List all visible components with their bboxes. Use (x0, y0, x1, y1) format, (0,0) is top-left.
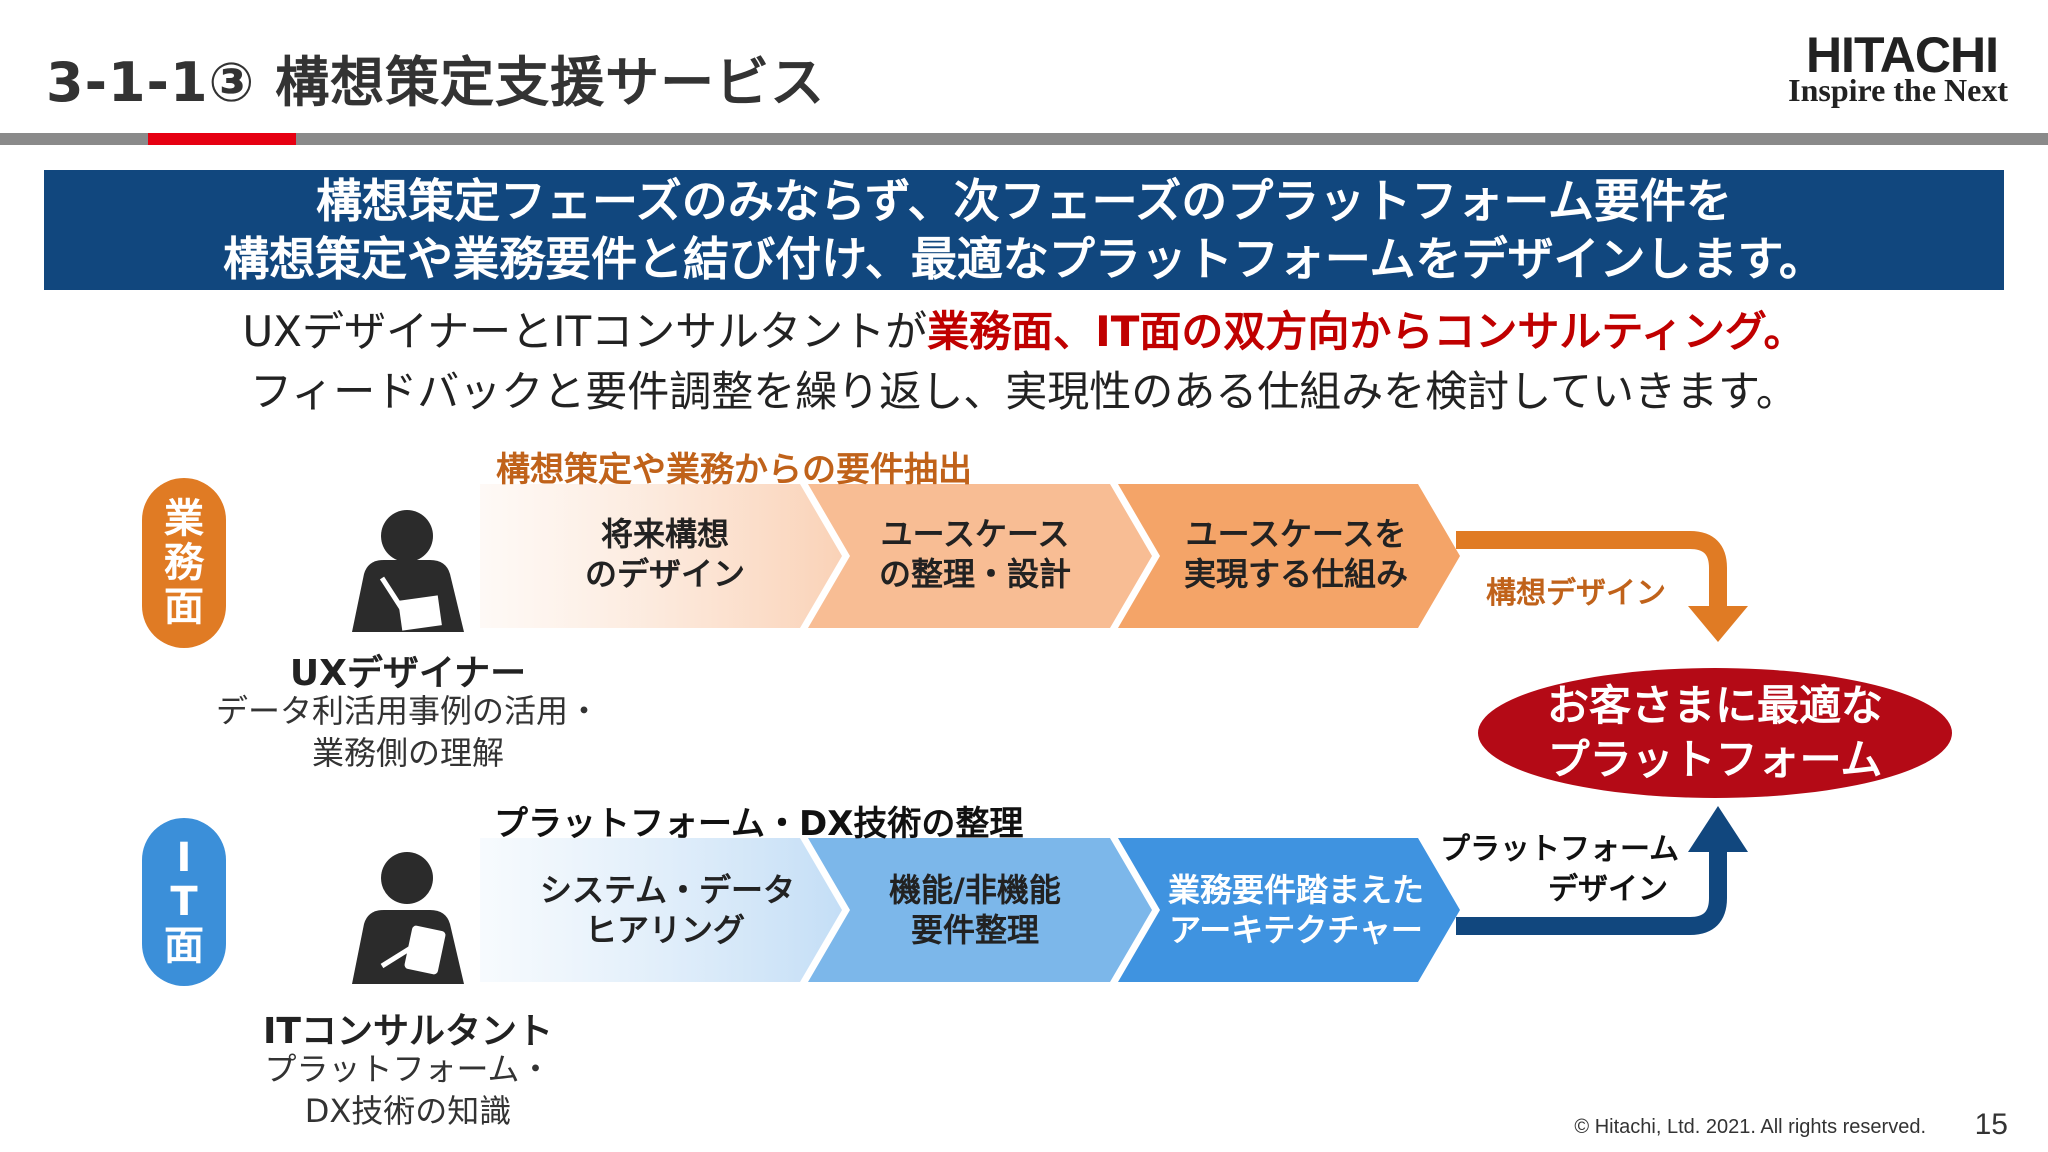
business-step-1-shape (480, 484, 842, 628)
step-line: のデザイン (584, 555, 745, 593)
ux-designer-label: UXデザイナー (289, 653, 527, 694)
business-step-2: ユースケース の整理・設計 (862, 514, 1088, 594)
business-arrow (1456, 531, 1727, 612)
it-step-2: 機能/非機能 要件整理 (862, 870, 1088, 950)
lead-line-1: UXデザイナーとITコンサルタントが業務面、IT面の双方向からコンサルティング。 (0, 298, 2048, 359)
lead-highlight: 業務面、IT面の双方向からコンサルティング。 (927, 307, 1806, 356)
pill-char: 務 (164, 540, 204, 586)
hitachi-logo: HITACHI (1805, 27, 1999, 83)
it-step-3-shape (1118, 838, 1460, 982)
business-lane-heading: 構想策定や業務からの要件抽出 (496, 450, 972, 490)
it-step-3: 業務要件踏まえた アーキテクチャー (1156, 870, 1436, 950)
page-number: 15 (1974, 1108, 2008, 1141)
header-rule-accent (148, 133, 296, 145)
it-step-1: システム・データ ヒアリング (540, 870, 796, 950)
logo-tagline: Inspire the Next (1788, 72, 2008, 108)
business-arrow-head (1688, 606, 1748, 642)
it-arrow (1456, 846, 1727, 935)
banner-line-2: 構想策定や業務要件と結び付け、最適なプラットフォームをデザインします。 (223, 232, 1825, 286)
banner-line-1: 構想策定フェーズのみならず、次フェーズのプラットフォーム要件を (316, 174, 1732, 228)
step-line: 将来構想 (600, 515, 729, 553)
output-line: デザイン (1548, 872, 1668, 907)
desc-line: プラットフォーム・ (264, 1050, 552, 1088)
step-line: ユースケースを (1185, 515, 1407, 553)
summary-banner: 構想策定フェーズのみならず、次フェーズのプラットフォーム要件を 構想策定や業務要… (44, 170, 2004, 290)
header-rule (0, 133, 2048, 145)
lead-line-1-text: UXデザイナーとITコンサルタントが (242, 307, 928, 356)
step-line: の整理・設計 (878, 555, 1071, 593)
ux-designer-icon (352, 510, 464, 632)
step-line: システム・データ (540, 871, 796, 909)
business-side-pill: 業 務 面 (142, 478, 226, 648)
it-step-2-shape (808, 838, 1152, 982)
business-output-label: 構想デザイン (1486, 576, 1666, 611)
pill-char: 面 (164, 923, 204, 969)
pill-char: 業 (164, 496, 204, 542)
page-title: 3-1-1③ 構想策定支援サービス (46, 51, 826, 114)
business-step-1: 将来構想 のデザイン (560, 514, 770, 594)
pill-char: 面 (164, 584, 204, 630)
step-line: 実現する仕組み (1183, 555, 1408, 593)
pill-char: T (170, 879, 198, 925)
it-step-1-shape (480, 838, 842, 982)
output-line: プラットフォーム (1440, 832, 1680, 867)
it-side-pill: I T 面 (142, 818, 226, 986)
it-arrow-head (1688, 806, 1748, 852)
goal-platform-ellipse: お客さまに最適な プラットフォーム (1478, 668, 1952, 798)
desc-line: 業務側の理解 (311, 734, 504, 772)
desc-line: データ利活用事例の活用・ (215, 692, 600, 730)
step-line: 業務要件踏まえた (1167, 871, 1424, 909)
it-consultant-icon (352, 852, 464, 984)
step-line: ユースケース (880, 515, 1070, 553)
business-step-2-shape (808, 484, 1152, 628)
step-line: 機能/非機能 (889, 871, 1061, 909)
ux-designer-description: データ利活用事例の活用・ 業務側の理解 (188, 690, 628, 774)
business-step-3-shape (1118, 484, 1460, 628)
step-line: アーキテクチャー (1169, 911, 1423, 949)
business-step-3: ユースケースを 実現する仕組み (1166, 514, 1426, 594)
step-line: 要件整理 (910, 911, 1039, 949)
goal-line: お客さまに最適な (1546, 681, 1883, 730)
pill-char: I (176, 835, 192, 881)
it-consultant-label: ITコンサルタント (263, 1011, 553, 1052)
copyright: © Hitachi, Ltd. 2021. All rights reserve… (1574, 1116, 1926, 1138)
it-lane-heading: プラットフォーム・DX技術の整理 (494, 804, 1024, 844)
goal-line: プラットフォーム (1547, 735, 1883, 784)
it-consultant-description: プラットフォーム・ DX技術の知識 (208, 1048, 608, 1132)
step-line: ヒアリング (584, 911, 745, 949)
desc-line: DX技術の知識 (304, 1092, 512, 1130)
it-output-label: プラットフォーム デザイン (1440, 830, 1680, 910)
lead-line-2: フィードバックと要件調整を繰り返し、実現性のある仕組みを検討していきます。 (250, 367, 1798, 416)
